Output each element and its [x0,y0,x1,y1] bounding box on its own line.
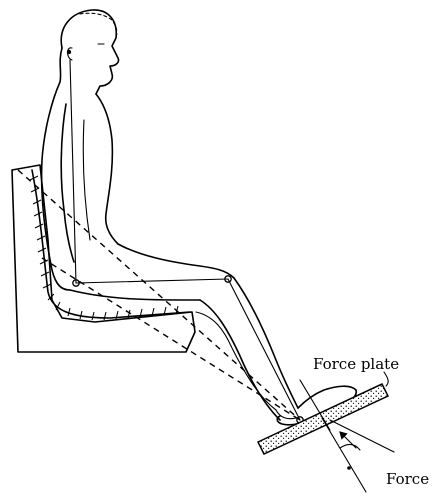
thigh-underside [70,290,200,300]
force-plate-leader [384,372,388,386]
chair [12,165,195,352]
calf-outline [200,300,280,420]
back-outline [42,48,70,290]
thigh-outline [118,244,234,278]
segment-lines [70,60,300,420]
angle-arc [340,444,360,450]
force-arrow [340,432,356,448]
chair-backrest [12,165,195,352]
force-dot [347,466,351,470]
force-label: Force [386,470,429,488]
dashed-line-lower [42,258,300,420]
far-leg-outline [196,312,276,410]
plate-normal-line [322,418,366,492]
dashed-line-upper [18,170,300,420]
seated-person [42,10,357,425]
chest-outline [96,94,118,244]
dashed-reference-lines [18,170,300,420]
shin-outline [234,278,298,408]
ear-dot [67,50,71,54]
thigh-segment-line [76,279,228,283]
force-plate-label: Force plate [313,355,399,373]
arm-inner-line [83,120,90,240]
